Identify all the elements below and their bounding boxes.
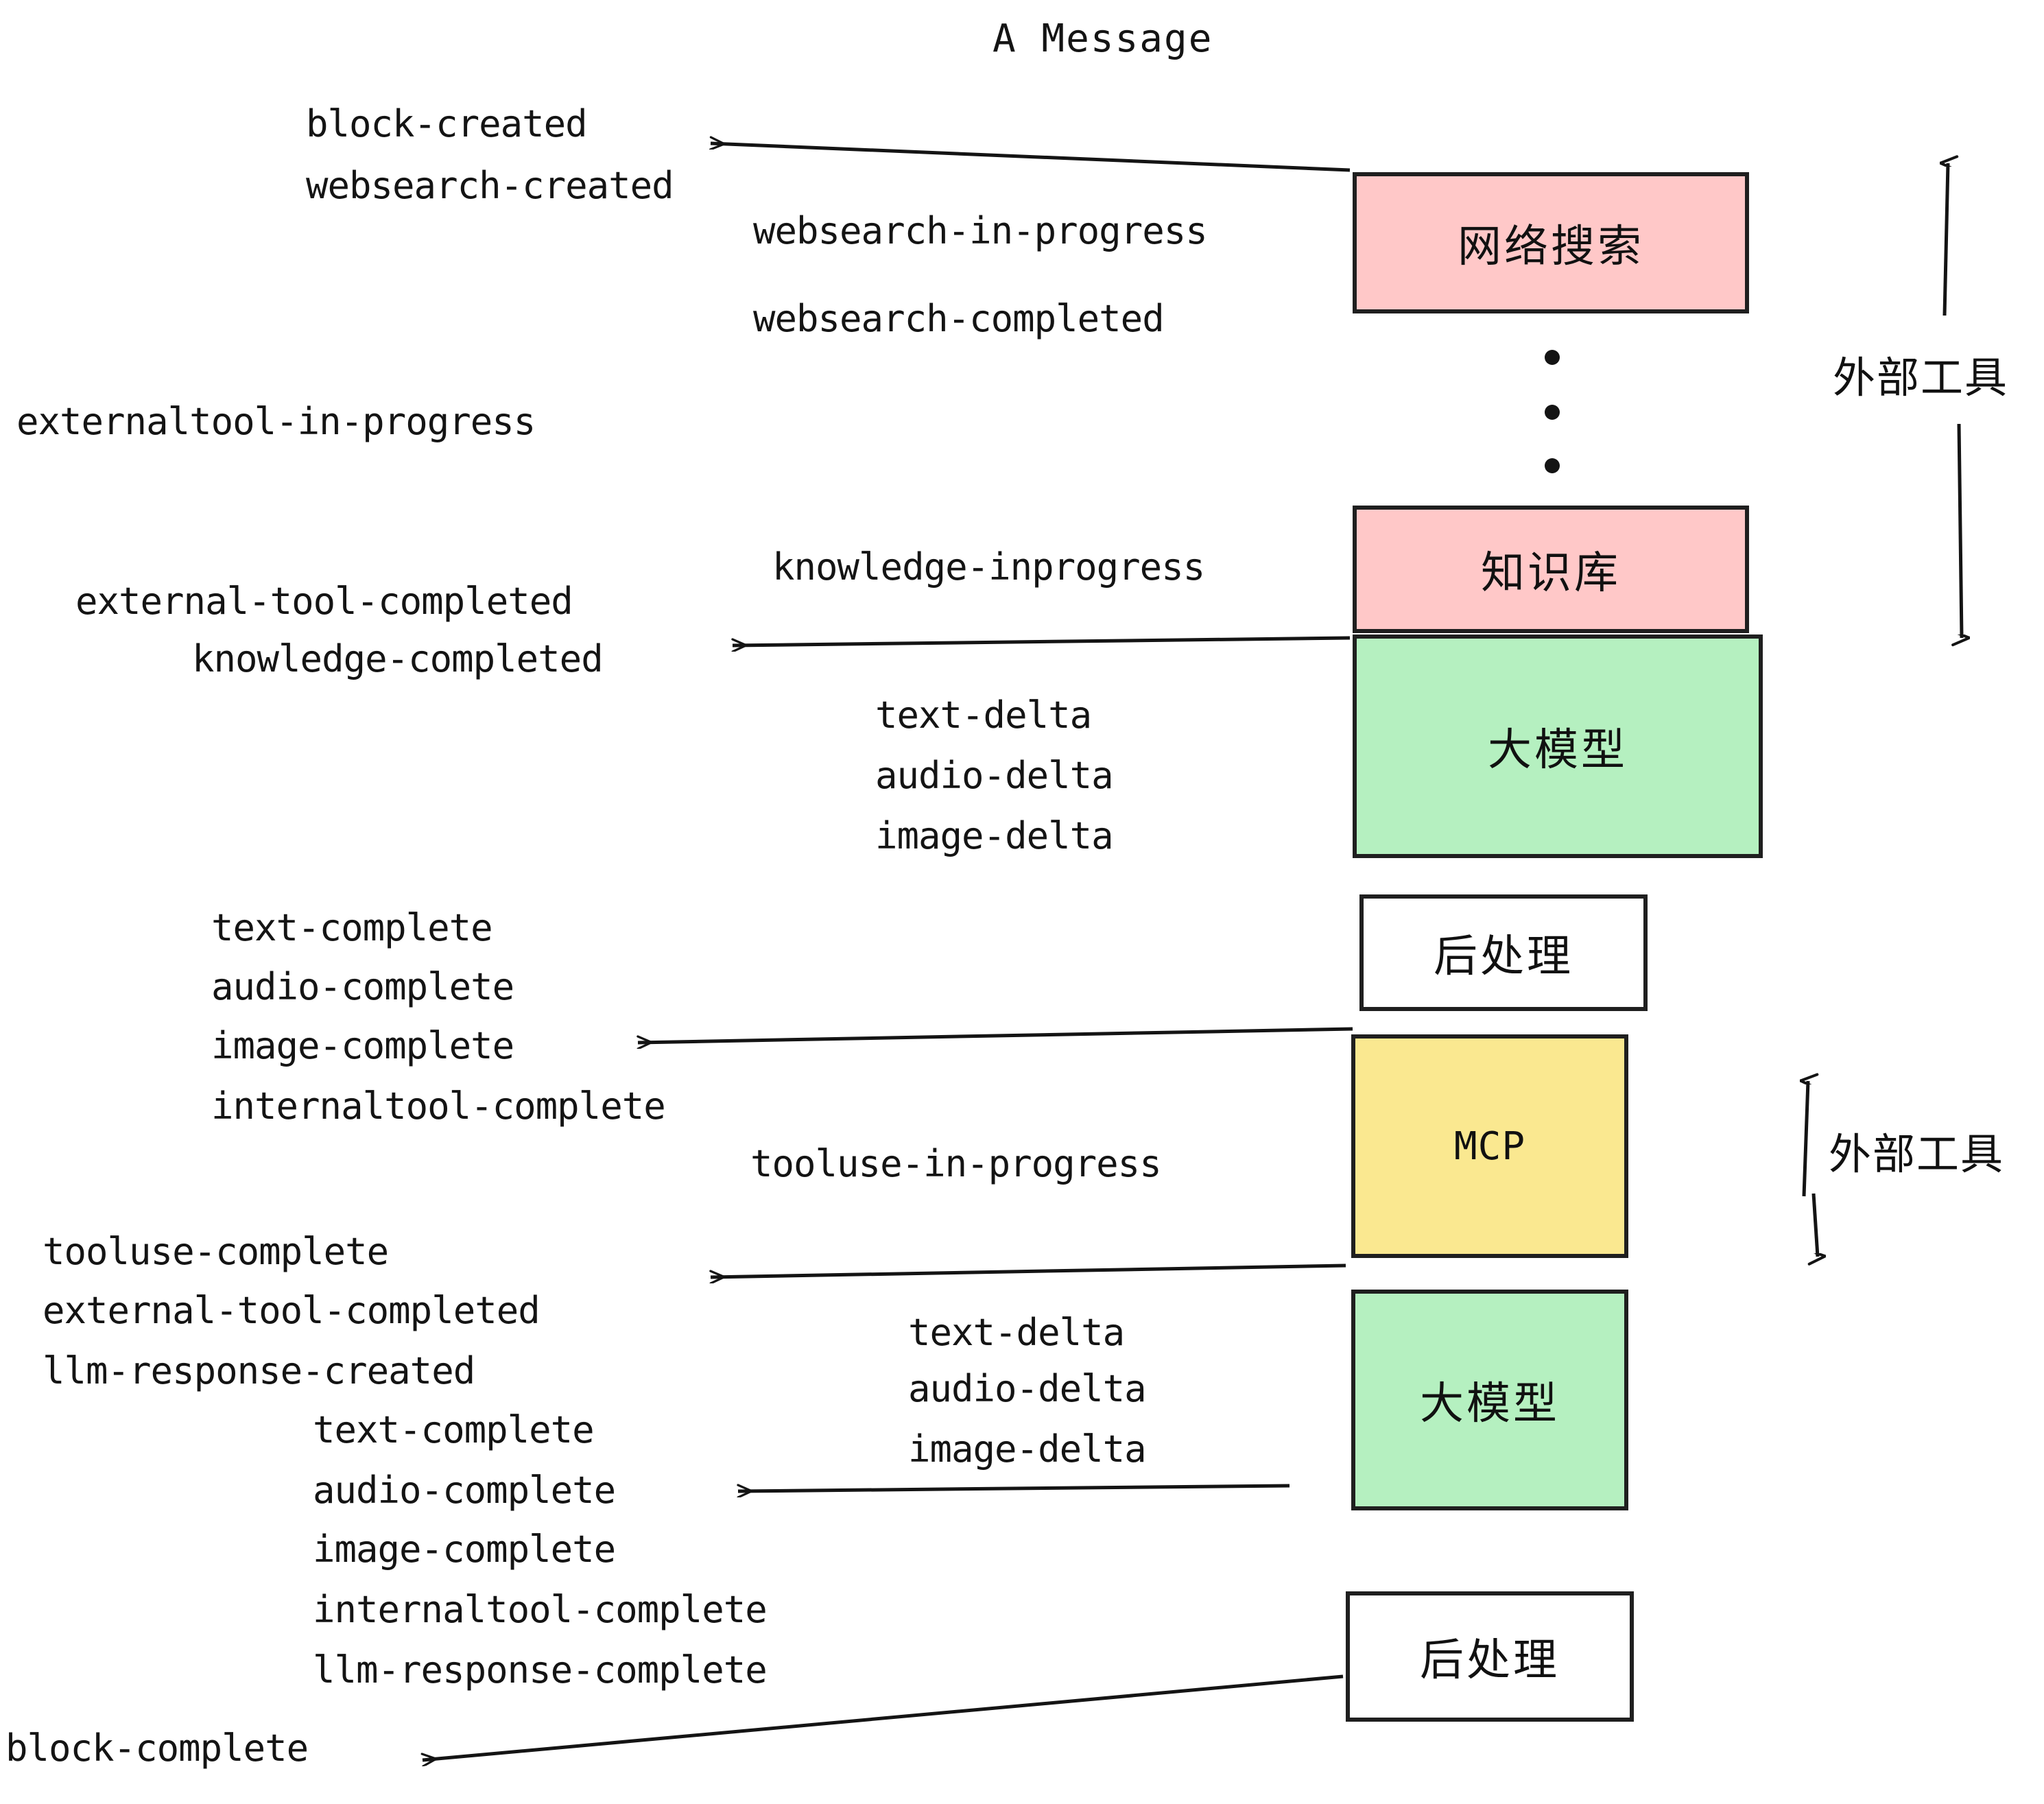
node-knowledgebase[interactable]: 知识库 (1353, 506, 1749, 633)
arrow-external-tool-bottom-down (1814, 1193, 1818, 1257)
node-postprocess-1[interactable]: 后处理 (1359, 894, 1648, 1011)
arrow-websearch-to-created (711, 143, 1351, 172)
node-mcp-label: MCP (1453, 1124, 1526, 1169)
node-postprocess-2[interactable]: 后处理 (1346, 1591, 1634, 1722)
event-label-knowledge-completed: knowledge-completed (192, 637, 604, 680)
node-llm-2-label: 大模型 (1420, 1379, 1560, 1429)
event-label-image-complete-1: image-complete (211, 1024, 514, 1067)
event-label-image-complete-2: image-complete (313, 1528, 616, 1571)
arrow-external-tool-top-down (1959, 423, 1962, 638)
page-title: A Message (993, 16, 1213, 61)
event-label-externaltool-in-progress: externaltool-in-progress (16, 400, 536, 443)
node-postprocess-1-label: 后处理 (1434, 931, 1573, 982)
node-llm-1[interactable]: 大模型 (1353, 634, 1763, 858)
event-label-image-delta-1: image-delta (875, 814, 1114, 857)
event-label-text-delta-2: text-delta (908, 1311, 1125, 1354)
event-label-external-tool-completed-1: external-tool-completed (75, 580, 573, 623)
event-label-tooluse-complete: tooluse-complete (43, 1230, 389, 1273)
ellipsis-dot-3 (1545, 458, 1560, 473)
event-label-text-complete-1: text-complete (211, 906, 493, 949)
event-label-block-complete: block-complete (5, 1726, 309, 1770)
label-external-tool-bottom: 外部工具 (1829, 1129, 2005, 1179)
label-external-tool-top: 外部工具 (1833, 353, 2009, 403)
event-label-tooluse-in-progress: tooluse-in-progress (750, 1142, 1162, 1185)
arrow-external-tool-bottom-up (1804, 1081, 1808, 1197)
arrow-mcp-to-tooluse-complete (711, 1263, 1346, 1277)
event-label-text-complete-2: text-complete (313, 1408, 595, 1451)
ellipsis-dot-1 (1545, 350, 1560, 365)
node-knowledgebase-label: 知识库 (1481, 548, 1621, 599)
event-label-websearch-in-progress: websearch-in-progress (753, 209, 1208, 252)
event-label-text-delta-1: text-delta (875, 693, 1092, 737)
event-label-websearch-completed: websearch-completed (753, 297, 1165, 340)
event-label-websearch-created: websearch-created (306, 164, 674, 207)
node-websearch[interactable]: 网络搜索 (1353, 172, 1749, 313)
event-label-block-created: block-created (306, 102, 588, 145)
event-label-knowledge-inprogress: knowledge-inprogress (772, 545, 1205, 589)
event-label-internaltool-complete-1: internaltool-complete (211, 1084, 666, 1128)
node-postprocess-2-label: 后处理 (1420, 1635, 1560, 1686)
event-label-llm-response-complete: llm-response-complete (313, 1648, 768, 1692)
node-llm-1-label: 大模型 (1488, 725, 1628, 776)
ellipsis-dot-2 (1545, 405, 1560, 420)
event-label-audio-complete-1: audio-complete (211, 965, 514, 1008)
event-label-audio-complete-2: audio-complete (313, 1469, 616, 1512)
event-label-llm-response-created: llm-response-created (43, 1349, 475, 1392)
event-label-image-delta-2: image-delta (908, 1427, 1147, 1471)
event-label-audio-delta-1: audio-delta (875, 754, 1114, 797)
event-label-internaltool-complete-2: internaltool-complete (313, 1588, 768, 1631)
node-mcp[interactable]: MCP (1351, 1034, 1628, 1258)
event-label-external-tool-completed-2: external-tool-completed (43, 1289, 540, 1332)
arrow-external-tool-top-up (1945, 163, 1948, 316)
node-websearch-label: 网络搜索 (1458, 222, 1644, 272)
arrow-llm2-to-audio-complete (738, 1486, 1290, 1491)
node-llm-2[interactable]: 大模型 (1351, 1290, 1628, 1510)
arrow-postprocess1-to-image-complete (638, 1027, 1353, 1043)
arrow-knowledge-to-completed (733, 636, 1351, 645)
event-label-audio-delta-2: audio-delta (908, 1367, 1147, 1410)
